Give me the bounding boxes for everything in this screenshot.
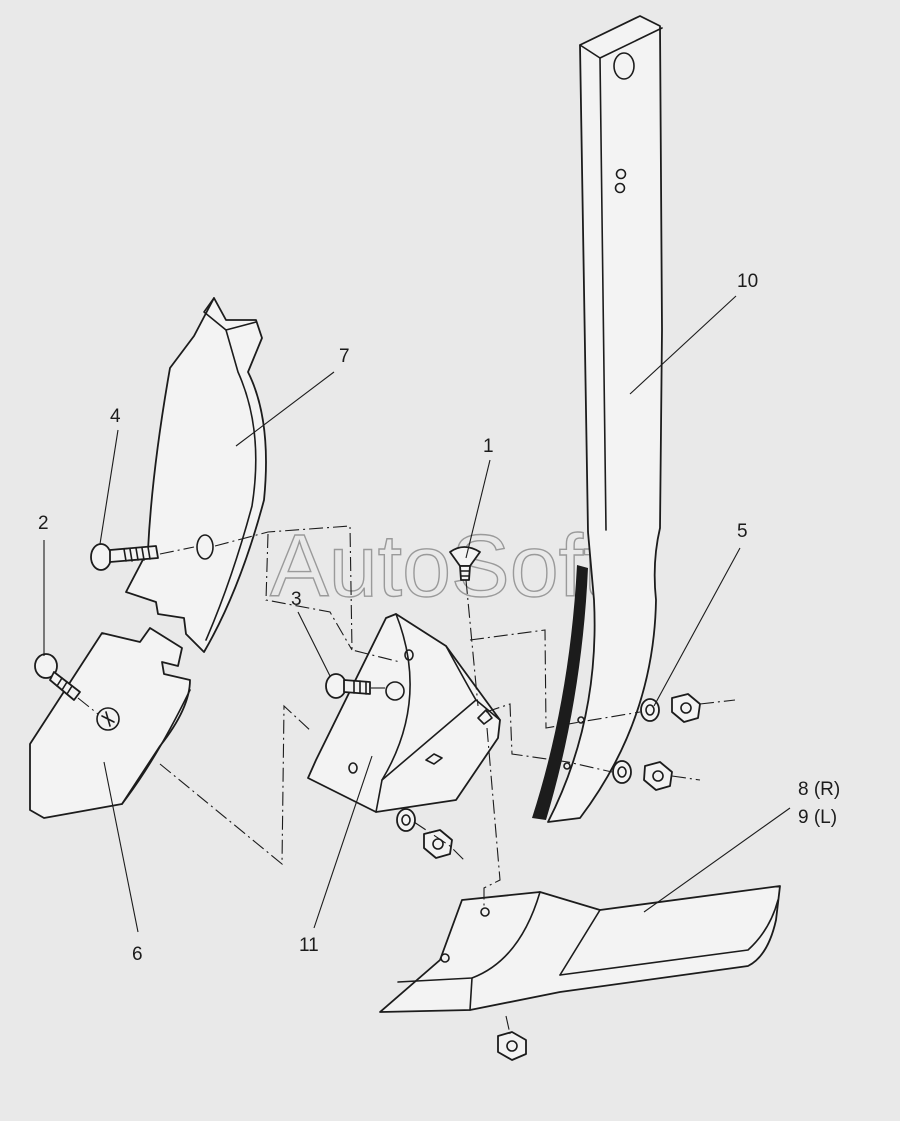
- label-part-5: 5: [737, 521, 748, 542]
- hex-nut-upper: [671, 693, 701, 723]
- shank-wear-strip: [532, 565, 588, 820]
- wing-plate-part-6: [29, 627, 191, 819]
- shank-hole-large: [613, 52, 635, 80]
- hex-nut-center: [423, 829, 453, 859]
- hex-nut-bottom: [497, 1031, 527, 1061]
- label-part-9: 9 (L): [798, 807, 837, 828]
- label-part-10: 10: [737, 271, 758, 292]
- label-part-3: 3: [291, 589, 302, 610]
- label-part-4: 4: [110, 406, 121, 427]
- label-part-6: 6: [132, 944, 143, 965]
- hex-nut-lower: [643, 761, 673, 791]
- label-part-11: 11: [299, 935, 319, 956]
- label-part-7: 7: [339, 346, 350, 367]
- leader-lines: [43, 295, 791, 933]
- watermark: AutoSoft: [270, 516, 608, 615]
- plow-bolt-part-1: [449, 546, 481, 581]
- shank-part-10: [532, 15, 663, 823]
- share-part-8-9: [379, 885, 781, 1013]
- assembly-lines: [77, 525, 736, 1035]
- carriage-bolt-part-2: [34, 653, 81, 701]
- carriage-bolt-part-3: [325, 673, 371, 699]
- moldboard-part-7: [125, 297, 267, 653]
- label-part-2: 2: [38, 513, 49, 534]
- share-point-part-11: [307, 613, 501, 813]
- part-labels: 1 2 3 4 5 6 7 8 (R) 9 (L) 10 11: [38, 271, 840, 965]
- label-part-8: 8 (R): [798, 779, 840, 800]
- label-part-1: 1: [483, 436, 494, 457]
- lock-washer-lower: [612, 760, 632, 784]
- carriage-bolt-part-4: [90, 543, 159, 571]
- lock-washer-center: [396, 808, 416, 832]
